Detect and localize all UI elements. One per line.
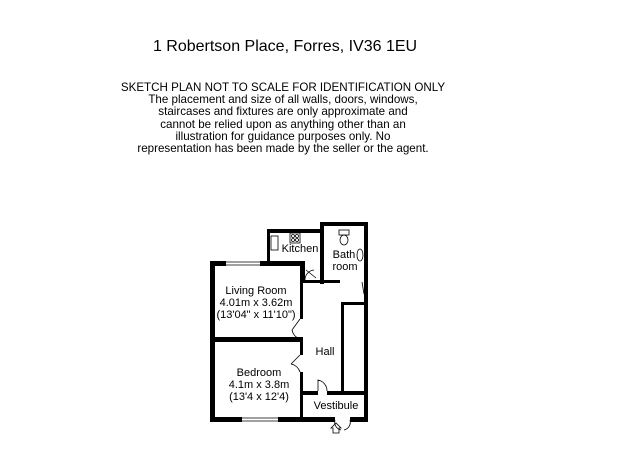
toilet-icon: [338, 229, 350, 236]
disclaimer-line: The placement and size of all walls, doo…: [148, 93, 418, 107]
vestibule-label: Vestibule: [314, 400, 359, 412]
windows: [226, 261, 278, 422]
bedroom-imperial: (13'4 x 12'4): [229, 391, 289, 403]
disclaimer-line: SKETCH PLAN NOT TO SCALE FOR IDENTIFICAT…: [120, 81, 446, 94]
entrance-arrow-icon: [330, 422, 342, 434]
fixtures: [270, 229, 364, 434]
hob-icon: [289, 232, 301, 244]
bedroom-metric: 4.1m x 3.8m: [229, 379, 290, 391]
disclaimer-line: staircases and fixtures are only approxi…: [158, 105, 408, 119]
living-room-imperial: (13'04" x 11'10"): [216, 309, 295, 321]
disclaimer-line: representation has been made by the sell…: [137, 142, 429, 156]
property-address: 1 Robertson Place, Forres, IV36 1EU: [152, 38, 418, 55]
disclaimer: SKETCH PLAN NOT TO SCALE FOR IDENTIFICAT…: [0, 81, 566, 156]
disclaimer-line: illustration for guidance purposes only.…: [175, 129, 391, 143]
bathroom-label-2: room: [332, 261, 357, 273]
basin-icon: [356, 248, 364, 262]
disclaimer-line: cannot be relied upon as anything other …: [160, 117, 406, 131]
bathroom-label-1: Bath: [333, 249, 356, 261]
bedroom-label: Bedroom: [237, 367, 282, 379]
walls: [210, 222, 368, 422]
living-room-metric: 4.01m x 3.62m: [220, 297, 293, 309]
doors: [290, 269, 365, 431]
sink-icon: [270, 235, 279, 251]
kitchen-label: Kitchen: [282, 243, 319, 255]
living-room-label: Living Room: [225, 285, 286, 297]
room-labels: Kitchen Bath room Living Room 4.01m x 3.…: [216, 243, 358, 412]
hall-label: Hall: [316, 346, 335, 358]
